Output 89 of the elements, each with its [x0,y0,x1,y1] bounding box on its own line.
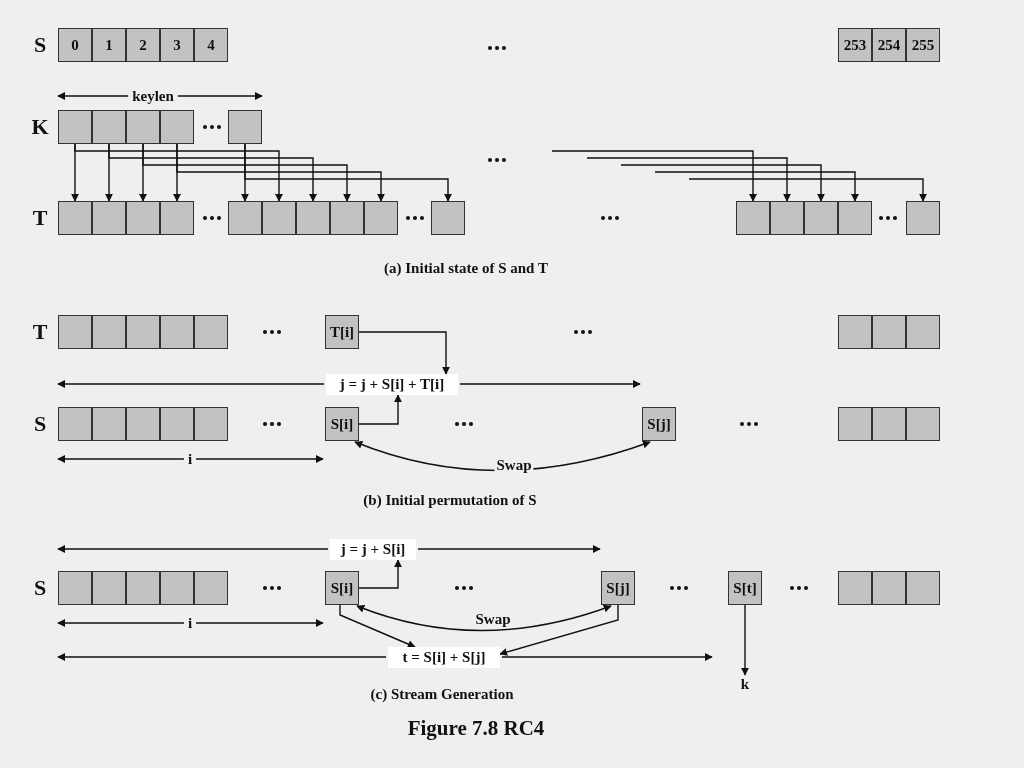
row-label: S [33,575,47,601]
array-cell [194,407,228,441]
row-label: S [33,32,47,58]
array-cell [296,201,330,235]
formula-text: j = j + S[i] [330,539,416,560]
array-cell [58,315,92,349]
array-cell [126,407,160,441]
array-cell [736,201,770,235]
array-cell [58,201,92,235]
row-label: T [32,205,48,231]
array-cell: S[j] [601,571,635,605]
array-cell: 4 [194,28,228,62]
arrow [244,143,452,202]
array-cell [160,315,194,349]
array-cell [838,407,872,441]
figure-title: Figure 7.8 RC4 [407,715,545,741]
formula-text: t = S[i] + S[j] [388,647,500,668]
array-cell [58,407,92,441]
array-cell [838,201,872,235]
array-cell [872,571,906,605]
array-cell: 253 [838,28,872,62]
caption: (b) Initial permutation of S [363,491,537,509]
array-cell [160,110,194,144]
arrow [339,604,416,648]
array-cell: 255 [906,28,940,62]
array-cell: 2 [126,28,160,62]
arrow [586,157,791,202]
array-cell [160,571,194,605]
arrow [356,604,612,632]
array-cell [58,110,92,144]
array-cell [194,315,228,349]
array-cell [126,110,160,144]
row-label: T [32,319,48,345]
arrow [358,331,450,375]
array-cell [906,315,940,349]
array-cell [770,201,804,235]
array-cell: T[i] [325,315,359,349]
array-cell [228,201,262,235]
caption: (c) Stream Generation [370,685,514,703]
key-byte-label: k [737,675,753,693]
row-label: K [31,114,49,140]
array-cell [906,407,940,441]
array-cell [58,571,92,605]
array-cell [92,315,126,349]
array-cell [160,201,194,235]
arrow [358,559,402,589]
array-cell [838,571,872,605]
array-cell [92,407,126,441]
array-cell [126,201,160,235]
array-cell [364,201,398,235]
caption: (a) Initial state of S and T [384,259,548,277]
array-cell: S[i] [325,407,359,441]
arrow [142,143,351,202]
array-cell [92,201,126,235]
arrow [688,178,927,202]
array-cell [431,201,465,235]
array-cell [330,201,364,235]
arrow [620,164,825,202]
array-cell: 0 [58,28,92,62]
array-cell: 1 [92,28,126,62]
formula-text: j = j + S[i] + T[i] [326,374,458,395]
arrow [499,604,619,656]
array-cell [838,315,872,349]
arrow [741,604,749,676]
arrow [176,143,385,202]
arrow [108,143,317,202]
array-cell [906,201,940,235]
arrow [74,143,283,202]
array-cell [126,315,160,349]
array-cell [228,110,262,144]
row-label: S [33,411,47,437]
array-cell [92,571,126,605]
arrow [358,394,402,425]
array-cell [126,571,160,605]
array-cell [194,571,228,605]
array-cell: 3 [160,28,194,62]
array-cell [804,201,838,235]
array-cell: S[i] [325,571,359,605]
array-cell: S[t] [728,571,762,605]
arrow [551,150,757,202]
array-cell [906,571,940,605]
array-cell: S[j] [642,407,676,441]
array-cell [872,315,906,349]
array-cell [872,407,906,441]
arrow [654,171,859,202]
array-cell [262,201,296,235]
array-cell [92,110,126,144]
array-cell: 254 [872,28,906,62]
array-cell [160,407,194,441]
